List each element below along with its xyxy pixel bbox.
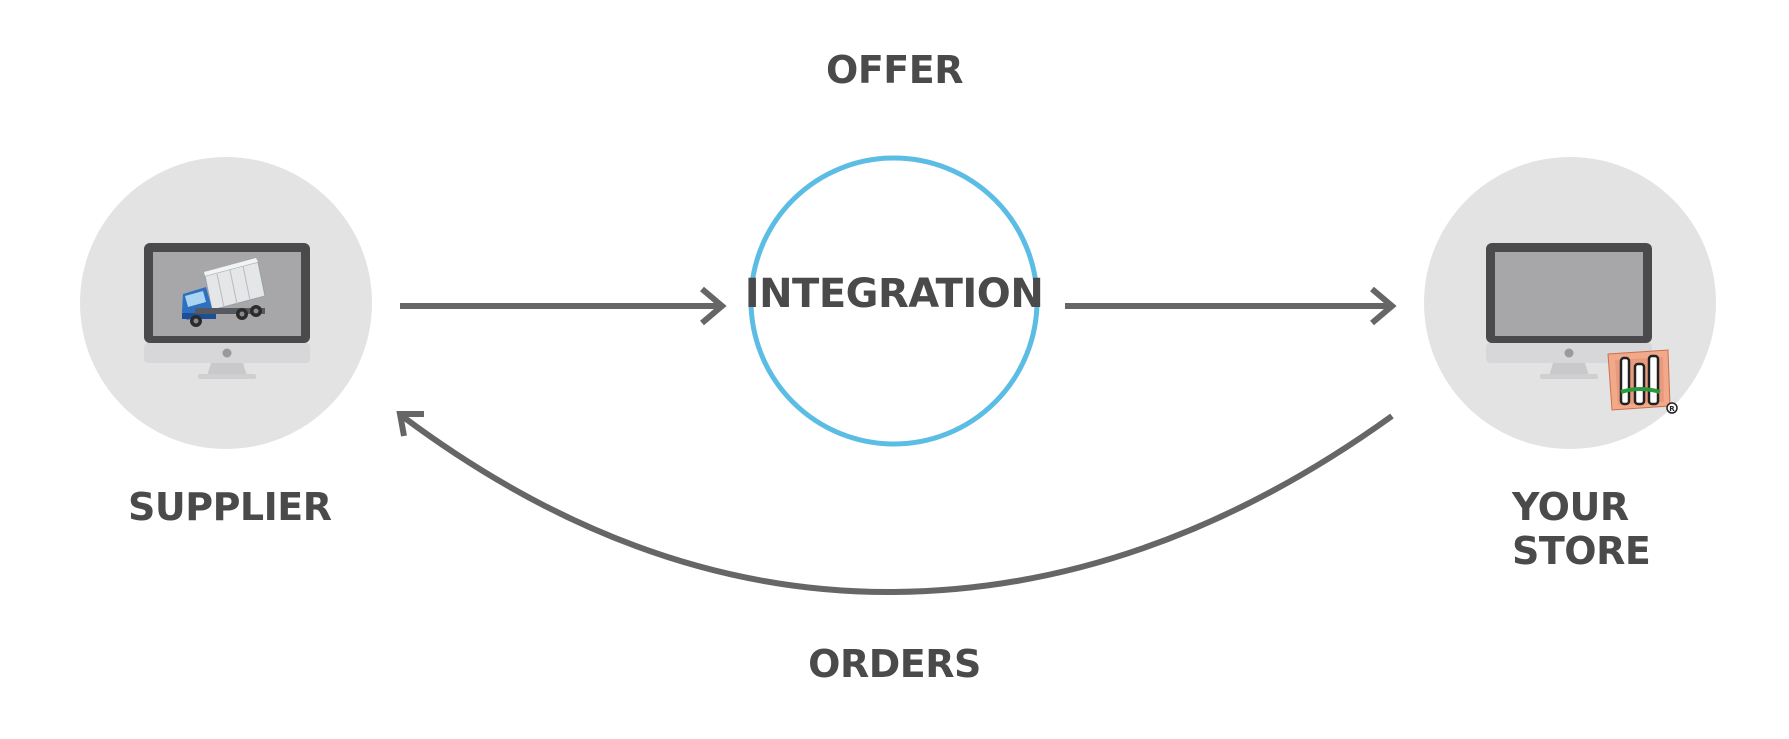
supplier-label: SUPPLIER xyxy=(128,485,332,529)
orders-label: ORDERS xyxy=(0,642,1789,686)
integration-ring xyxy=(748,155,1040,447)
offer-label: OFFER xyxy=(0,48,1789,92)
offer-arrow-left xyxy=(400,286,727,326)
offer-label-text: OFFER xyxy=(826,48,963,92)
store-label: YOUR STORE xyxy=(1512,485,1651,573)
offer-arrow-right xyxy=(1065,286,1397,326)
orders-return-arrow xyxy=(396,411,1394,596)
integration-label: INTEGRATION xyxy=(744,271,1044,317)
store-monitor-icon xyxy=(1486,243,1652,379)
store-label-line2: STORE xyxy=(1512,529,1651,573)
orders-label-text: ORDERS xyxy=(808,642,981,686)
store-logo-icon: R xyxy=(1607,349,1678,414)
store-label-line1: YOUR xyxy=(1512,485,1629,529)
delivery-truck-icon xyxy=(182,258,266,327)
svg-text:R: R xyxy=(1669,405,1675,413)
